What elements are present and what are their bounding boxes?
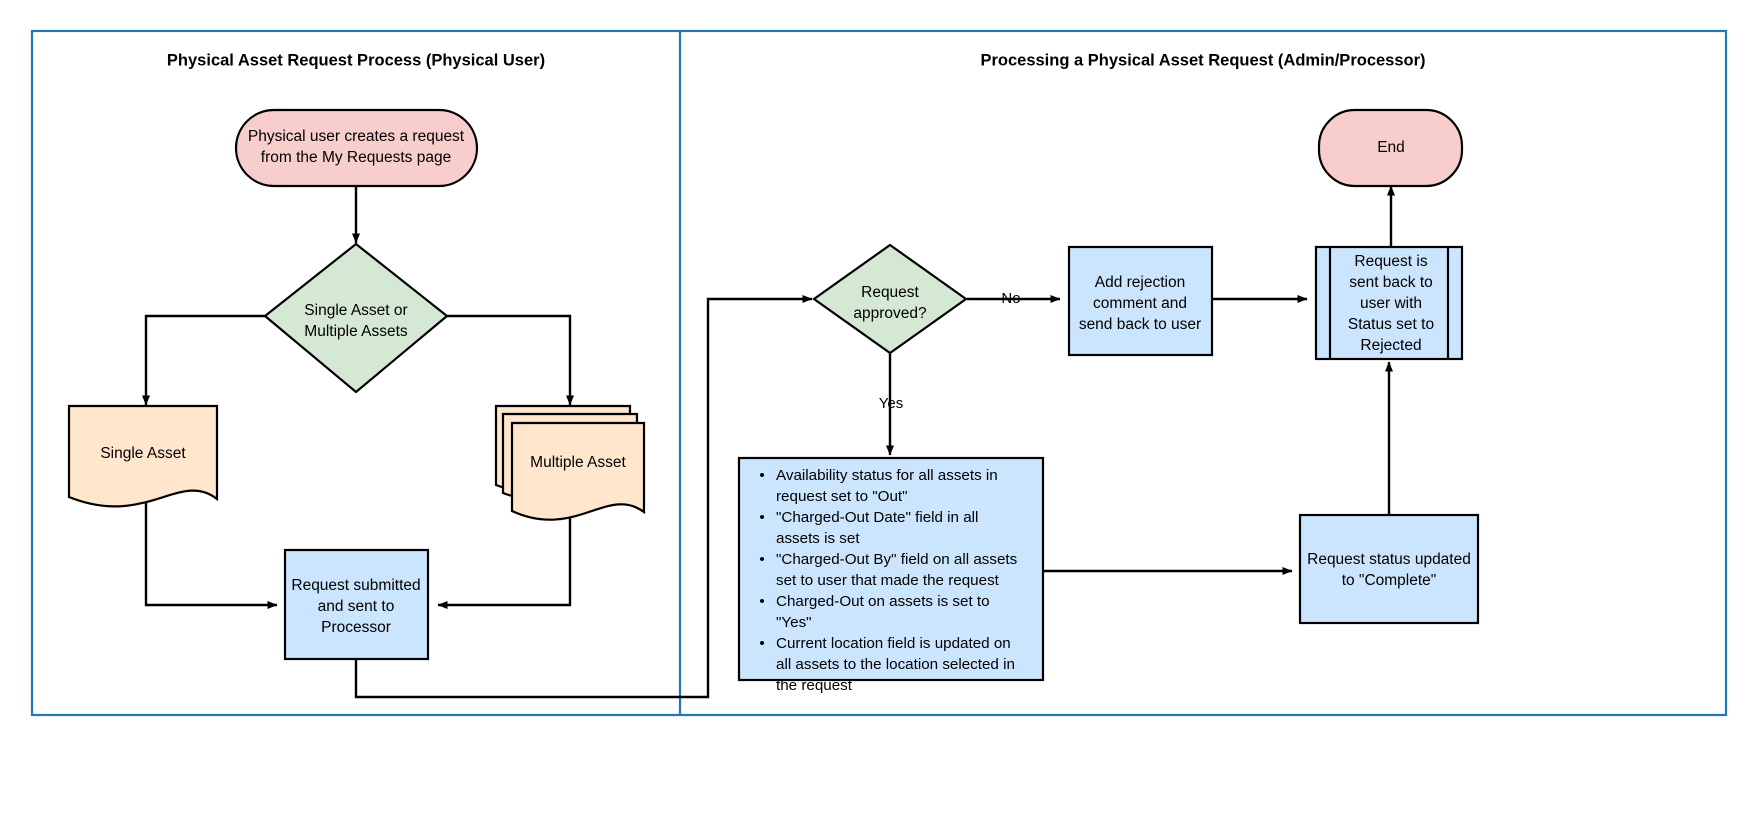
node-single-asset: Single Asset xyxy=(67,404,219,508)
node-decision-single-multiple: Single Asset or Multiple Assets xyxy=(263,242,449,394)
sent-back-line5: Rejected xyxy=(1360,337,1421,354)
connector-decision-to-multiple xyxy=(446,314,574,406)
sent-back-line2: sent back to xyxy=(1349,274,1433,291)
assets-bullet-2-line-0: "Charged-Out By" field on all assets xyxy=(776,551,1018,568)
node-decision-approved: Request approved? xyxy=(812,243,968,355)
decision-label-line2: Multiple Assets xyxy=(304,323,408,340)
assets-bullet-2-line-1: set to user that made the request xyxy=(776,572,1000,589)
assets-bullet-3-line-0: Charged-Out on assets is set to xyxy=(776,593,990,610)
node-request-submitted: Request submitted and sent to Processor xyxy=(283,548,430,661)
start-label-line2: from the My Requests page xyxy=(261,149,451,166)
decision-approved-line1: Request xyxy=(861,284,919,301)
assets-bullet-1-line-1: assets is set xyxy=(776,530,860,547)
single-asset-shape xyxy=(67,404,219,508)
node-start: Physical user creates a request from the… xyxy=(234,108,479,188)
assets-bullet-dot-0: • xyxy=(759,467,764,484)
connector-decision-to-single xyxy=(142,314,266,406)
end-shape xyxy=(1317,108,1464,188)
decision-approved-line2: approved? xyxy=(853,305,927,322)
assets-bullet-dot-4: • xyxy=(759,635,764,652)
add-rejection-shape xyxy=(1067,245,1214,357)
decision-shape xyxy=(263,242,449,394)
assets-updated-shape xyxy=(737,456,1045,682)
sent-back-line3: user with xyxy=(1360,295,1422,312)
assets-bullet-4-line-1: all assets to the location selected in xyxy=(776,656,1015,673)
edge-label-no: No xyxy=(1001,290,1020,307)
end-label: End xyxy=(1377,139,1405,156)
multiple-asset-label: Multiple Asset xyxy=(530,454,626,471)
start-shape xyxy=(234,108,479,188)
status-complete-shape xyxy=(1298,513,1480,625)
assets-bullet-1-line-0: "Charged-Out Date" field in all xyxy=(776,509,978,526)
edge-label-yes: Yes xyxy=(879,395,903,412)
sent-back-line4: Status set to xyxy=(1348,316,1434,333)
assets-bullet-3-line-1: "Yes" xyxy=(776,614,812,631)
assets-bullet-0-line-1: request set to "Out" xyxy=(776,488,908,505)
assets-bullet-0-line-0: Availability status for all assets in xyxy=(776,467,998,484)
assets-bullet-dot-2: • xyxy=(759,551,764,568)
multiple-asset-shape-front xyxy=(510,421,646,521)
node-multiple-asset: Multiple Asset xyxy=(494,404,646,521)
lane-title-right: Processing a Physical Asset Request (Adm… xyxy=(980,51,1425,69)
connector-single-to-submitted xyxy=(144,498,278,609)
sent-back-line1: Request is xyxy=(1354,253,1427,270)
add-rejection-line2: comment and xyxy=(1093,295,1187,312)
status-complete-line1: Request status updated xyxy=(1307,551,1471,568)
node-sent-back-rejected: Request is sent back to user with Status… xyxy=(1314,245,1464,361)
request-submitted-line1: Request submitted xyxy=(291,577,420,594)
assets-bullet-dot-3: • xyxy=(759,593,764,610)
add-rejection-line1: Add rejection xyxy=(1095,274,1185,291)
node-status-complete: Request status updated to "Complete" xyxy=(1298,513,1480,625)
assets-bullet-4-line-2: the request xyxy=(776,677,853,694)
lane-title-left: Physical Asset Request Process (Physical… xyxy=(167,51,545,69)
node-end: End xyxy=(1317,108,1464,188)
panel-outer-border xyxy=(30,29,1728,717)
request-submitted-line3: Processor xyxy=(321,619,391,636)
node-assets-updated: • Availability status for all assets in … xyxy=(737,456,1045,694)
sent-back-shape xyxy=(1314,245,1464,361)
assets-bullet-4-line-0: Current location field is updated on xyxy=(776,635,1011,652)
add-rejection-line3: send back to user xyxy=(1079,316,1201,333)
status-complete-line2: to "Complete" xyxy=(1342,572,1437,589)
connector-multiple-to-submitted xyxy=(437,510,572,609)
start-label-line1: Physical user creates a request xyxy=(248,128,465,145)
request-submitted-shape xyxy=(283,548,430,661)
assets-bullet-dot-1: • xyxy=(759,509,764,526)
connector-submitted-to-approved xyxy=(354,295,813,699)
request-submitted-line2: and sent to xyxy=(318,598,395,615)
decision-label-line1: Single Asset or xyxy=(304,302,407,319)
single-asset-label: Single Asset xyxy=(100,445,186,462)
decision-approved-shape xyxy=(812,243,968,355)
node-add-rejection: Add rejection comment and send back to u… xyxy=(1067,245,1214,357)
